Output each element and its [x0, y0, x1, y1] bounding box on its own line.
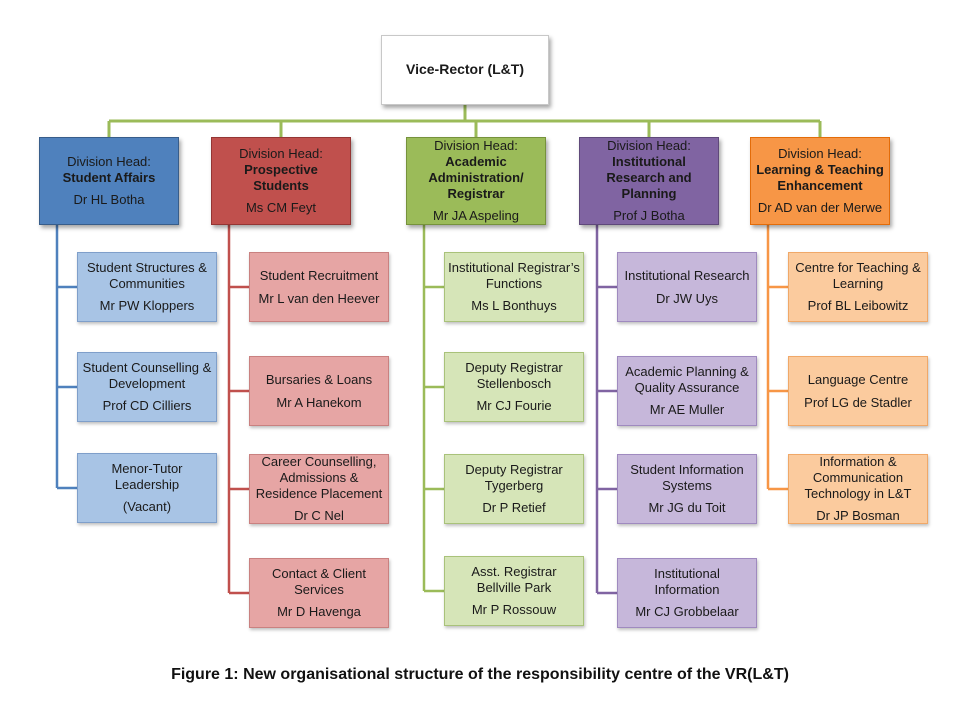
- unit-box-academic-administration: Institutional Registrar’s Functions Ms L …: [444, 252, 584, 322]
- unit-title: Menor-Tutor Leadership: [111, 460, 183, 492]
- division-head-title: Institutional Research and Planning: [606, 154, 692, 201]
- unit-title: Language Centre: [807, 371, 909, 387]
- division-head-person: Dr AD van der Merwe: [757, 199, 883, 215]
- division-head-student-affairs: Division Head:Student Affairs Dr HL Botha: [39, 137, 179, 225]
- unit-box-student-affairs: Student Structures & Communities Mr PW Kl…: [77, 252, 217, 322]
- division-head-academic-administration: Division Head:Academic Administration/ R…: [406, 137, 546, 225]
- unit-title: Contact & Client Services: [272, 565, 366, 597]
- unit-title: Deputy Registrar Stellenbosch: [465, 359, 563, 391]
- unit-box-institutional-research: Institutional Information Mr CJ Grobbelaa…: [617, 558, 757, 628]
- unit-box-academic-administration: Asst. Registrar Bellville Park Mr P Rosso…: [444, 556, 584, 626]
- unit-title: Institutional Information: [654, 565, 720, 597]
- unit-title: Student Counselling & Development: [82, 359, 212, 391]
- unit-title: Student Structures & Communities: [87, 259, 207, 291]
- unit-title: Asst. Registrar Bellville Park: [471, 563, 557, 595]
- division-head-label: Division Head:: [434, 138, 518, 154]
- division-head-title: Learning & Teaching Enhancement: [756, 162, 884, 193]
- unit-title: Deputy Registrar Tygerberg: [465, 461, 563, 493]
- unit-person: Mr L van den Heever: [258, 290, 380, 306]
- unit-title: Institutional Research: [624, 267, 750, 283]
- unit-box-prospective-students: Bursaries & Loans Mr A Hanekom: [249, 356, 389, 426]
- division-head-label: Division Head:: [778, 146, 862, 162]
- unit-box-prospective-students: Career Counselling, Admissions & Residen…: [249, 454, 389, 524]
- unit-title: Student Information Systems: [630, 461, 744, 493]
- unit-person: Prof BL Leibowitz: [807, 298, 909, 314]
- unit-title: Centre for Teaching & Learning: [795, 259, 921, 291]
- unit-box-learning-teaching: Information & Communication Technology i…: [788, 454, 928, 524]
- division-head-title: Academic Administration/ Registrar: [428, 154, 524, 201]
- division-head-person: Ms CM Feyt: [245, 199, 317, 215]
- unit-person: Prof CD Cilliers: [102, 398, 192, 414]
- unit-title: Career Counselling, Admissions & Residen…: [255, 453, 383, 501]
- unit-box-prospective-students: Student Recruitment Mr L van den Heever: [249, 252, 389, 322]
- unit-person: Mr CJ Fourie: [476, 398, 552, 414]
- unit-person: Ms L Bonthuys: [471, 298, 557, 314]
- unit-person: Mr P Rossouw: [471, 602, 557, 618]
- division-head-person: Prof J Botha: [613, 207, 685, 223]
- division-head-title: Prospective Students: [244, 162, 318, 193]
- unit-person: Mr A Hanekom: [276, 394, 362, 410]
- division-head-learning-teaching: Division Head:Learning & Teaching Enhanc…: [750, 137, 890, 225]
- unit-person: (Vacant): [122, 499, 172, 515]
- unit-person: Dr JW Uys: [655, 290, 719, 306]
- unit-box-student-affairs: Menor-Tutor Leadership (Vacant): [77, 453, 217, 523]
- unit-person: Dr P Retief: [482, 500, 546, 516]
- unit-box-institutional-research: Academic Planning & Quality Assurance Mr …: [617, 356, 757, 426]
- vice-rector-box: Vice-Rector (L&T): [381, 35, 549, 105]
- unit-person: Mr CJ Grobbelaar: [635, 604, 739, 620]
- unit-title: Information & Communication Technology i…: [804, 453, 912, 501]
- unit-title: Academic Planning & Quality Assurance: [625, 363, 749, 395]
- unit-box-institutional-research: Institutional Research Dr JW Uys: [617, 252, 757, 322]
- unit-box-academic-administration: Deputy Registrar Tygerberg Dr P Retief: [444, 454, 584, 524]
- vice-rector-title: Vice-Rector (L&T): [406, 61, 524, 78]
- unit-title: Student Recruitment: [259, 267, 379, 283]
- unit-title: Institutional Registrar’s Functions: [448, 259, 580, 291]
- unit-person: Mr D Havenga: [277, 604, 361, 620]
- division-head-label: Division Head:: [239, 146, 323, 162]
- unit-person: Mr JG du Toit: [648, 500, 726, 516]
- division-head-person: Dr HL Botha: [73, 191, 145, 207]
- figure-caption: Figure 1: New organisational structure o…: [171, 666, 789, 683]
- unit-title: Bursaries & Loans: [265, 371, 373, 387]
- unit-person: Mr AE Muller: [649, 402, 725, 418]
- unit-box-institutional-research: Student Information Systems Mr JG du Toit: [617, 454, 757, 524]
- division-head-label: Division Head:: [607, 138, 691, 154]
- unit-box-prospective-students: Contact & Client Services Mr D Havenga: [249, 558, 389, 628]
- unit-person: Dr JP Bosman: [816, 508, 900, 524]
- unit-person: Prof LG de Stadler: [804, 394, 912, 410]
- unit-box-academic-administration: Deputy Registrar Stellenbosch Mr CJ Fouri…: [444, 352, 584, 422]
- division-head-prospective-students: Division Head:Prospective Students Ms CM …: [211, 137, 351, 225]
- unit-person: Dr C Nel: [294, 508, 344, 524]
- division-head-title: Student Affairs: [62, 170, 156, 186]
- unit-person: Mr PW Kloppers: [99, 298, 195, 314]
- division-head-label: Division Head:: [67, 154, 151, 170]
- division-head-institutional-research: Division Head:Institutional Research and…: [579, 137, 719, 225]
- division-head-person: Mr JA Aspeling: [433, 207, 519, 223]
